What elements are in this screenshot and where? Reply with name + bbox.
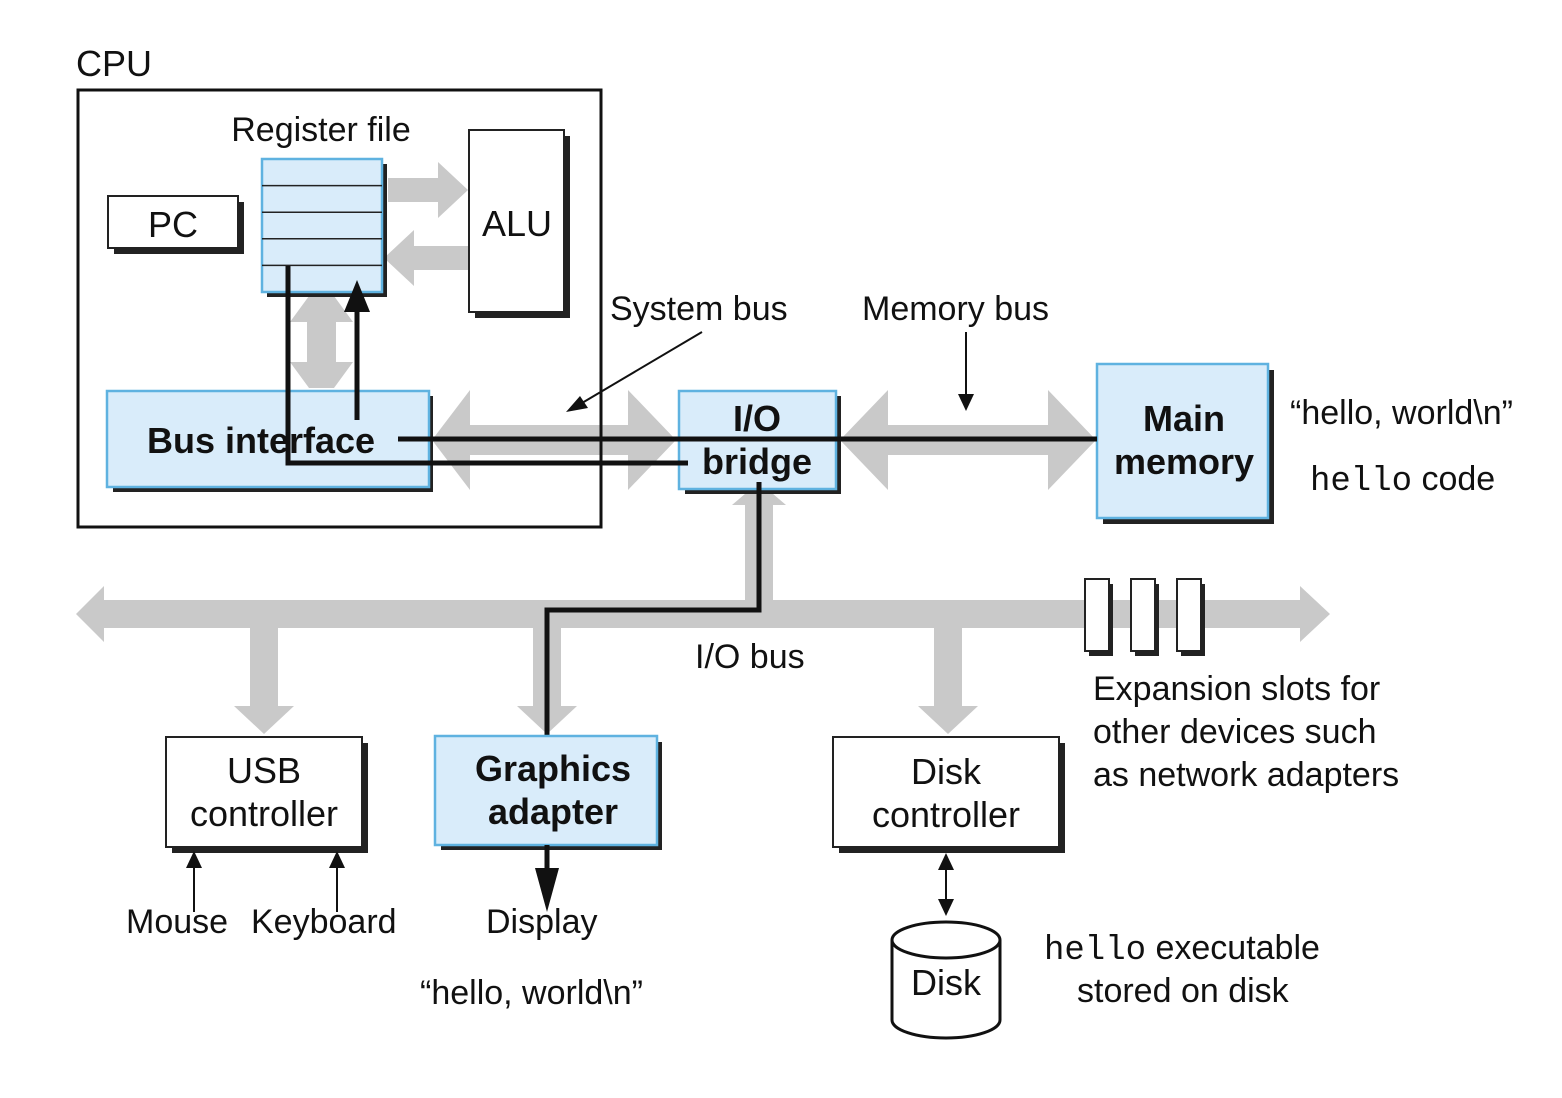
register-file bbox=[260, 157, 387, 297]
expansion-line1: Expansion slots for bbox=[1093, 670, 1380, 708]
system-bus-pointer bbox=[581, 331, 703, 404]
hello-mono-1: hello bbox=[1310, 463, 1412, 501]
display-output-string: “hello, world\n” bbox=[420, 974, 643, 1012]
hello-mono-2: hello bbox=[1044, 932, 1146, 970]
alu-label: ALU bbox=[482, 203, 552, 244]
disk-controller-line1: Disk bbox=[911, 751, 982, 792]
io-bus-label: I/O bus bbox=[695, 638, 805, 676]
register-file-label: Register file bbox=[231, 111, 411, 149]
main-memory-label-line1: Main bbox=[1143, 398, 1225, 439]
expansion-line2: other devices such bbox=[1093, 713, 1377, 751]
disk-controller: Disk controller bbox=[832, 736, 1065, 853]
io-bus-arrow bbox=[76, 586, 1330, 642]
main-memory-code-note: hello code bbox=[1310, 460, 1495, 501]
main-memory: Main memory bbox=[1095, 362, 1274, 524]
bus-interface-label: Bus interface bbox=[147, 420, 375, 461]
disk-label: Disk bbox=[911, 962, 982, 1003]
io-bridge-label-line1: I/O bbox=[733, 398, 781, 439]
pc-label: PC bbox=[148, 204, 198, 245]
system-bus-label: System bus bbox=[610, 290, 788, 328]
disk-note-line2: stored on disk bbox=[1077, 972, 1290, 1010]
memory-bus-label: Memory bus bbox=[862, 290, 1049, 328]
usb-controller-line2: controller bbox=[190, 793, 338, 834]
pc-register: PC bbox=[107, 195, 244, 254]
io-bus-to-disk-controller-arrow bbox=[918, 628, 978, 734]
regfile-to-alu-arrow bbox=[388, 162, 468, 218]
disk-controller-line2: controller bbox=[872, 794, 1020, 835]
usb-controller: USB controller bbox=[165, 736, 368, 853]
usb-controller-line1: USB bbox=[227, 750, 301, 791]
regfile-bus-interface-arrow bbox=[290, 296, 353, 388]
executable-text: executable bbox=[1146, 929, 1320, 967]
disk-note-line1: hello executable bbox=[1044, 929, 1320, 970]
bus-interface: Bus interface bbox=[105, 389, 433, 492]
display-label: Display bbox=[486, 903, 597, 941]
graphics-adapter-line1: Graphics bbox=[475, 748, 631, 789]
graphics-adapter-line2: adapter bbox=[488, 791, 618, 832]
main-memory-label-line2: memory bbox=[1114, 441, 1254, 482]
regfile-to-bridge-line bbox=[285, 266, 688, 466]
display-arrowhead bbox=[535, 868, 559, 912]
regfile-arrowhead bbox=[344, 280, 370, 312]
keyboard-arrowhead bbox=[329, 851, 345, 868]
memory-bus-pointer-head bbox=[958, 394, 974, 411]
alu-to-regfile-arrow bbox=[384, 230, 468, 286]
alu: ALU bbox=[468, 129, 570, 318]
cpu-label: CPU bbox=[76, 43, 152, 84]
disk-icon: Disk bbox=[890, 920, 1002, 1040]
cpu-box bbox=[76, 88, 603, 529]
io-bridge-label-line2: bridge bbox=[702, 441, 812, 482]
expansion-line3: as network adapters bbox=[1093, 756, 1399, 794]
mouse-arrowhead bbox=[186, 851, 202, 868]
io-bridge: I/O bridge bbox=[677, 389, 841, 494]
io-bus-to-usb-arrow bbox=[234, 628, 294, 734]
main-memory-string-note: “hello, world\n” bbox=[1290, 394, 1513, 432]
disk-link-arrowhead-up bbox=[938, 853, 954, 870]
disk-link-arrowhead-down bbox=[938, 899, 954, 916]
system-bus-pointer-head bbox=[566, 396, 588, 412]
code-text: code bbox=[1412, 460, 1495, 498]
graphics-adapter: Graphics adapter bbox=[433, 734, 662, 850]
keyboard-label: Keyboard bbox=[251, 903, 397, 941]
expansion-slots bbox=[1084, 578, 1205, 656]
mouse-label: Mouse bbox=[126, 903, 228, 941]
